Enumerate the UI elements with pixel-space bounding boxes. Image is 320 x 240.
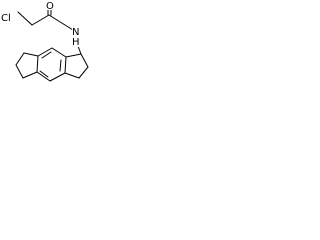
inner-double-bond (59, 59, 62, 72)
atom-label-o: O (45, 0, 55, 12)
ring-bond (23, 52, 39, 57)
ring-bond (65, 53, 82, 58)
ring-bond (36, 55, 39, 73)
benzene-ring (36, 47, 67, 82)
hydrogen-label: H (72, 37, 80, 48)
ring-bond (80, 53, 89, 68)
oxygen-label: O (46, 1, 54, 12)
bond-ch2-carbonyl (31, 14, 50, 26)
inner-double-bond (39, 70, 49, 78)
chloroacetyl-chain (17, 7, 82, 55)
ring-bond (64, 72, 80, 79)
nitrogen-label: N (72, 27, 79, 38)
ring-bond (22, 71, 38, 79)
atom-label-n: N (72, 26, 81, 38)
ring-bond (15, 52, 25, 66)
atom-label-cl: Cl (0, 12, 17, 24)
chemical-structure-diagram: Cl O N H (0, 0, 89, 82)
ring-bond (64, 56, 67, 74)
ring-bond (37, 47, 53, 57)
right-five-membered-ring (64, 53, 89, 79)
ring-bond (49, 72, 66, 82)
bond-n-ring-carbon (77, 45, 82, 55)
left-five-membered-ring (15, 52, 39, 79)
ring-bond (78, 66, 89, 79)
ring-bond (15, 64, 24, 79)
inner-double-bond (41, 51, 52, 59)
atom-label-h: H (72, 37, 81, 48)
bond-carbonyl-n (48, 14, 74, 31)
ring-bond (51, 47, 67, 58)
chlorine-label: Cl (1, 13, 11, 24)
bond-cl-ch2 (17, 11, 33, 26)
ring-bond (36, 71, 51, 82)
